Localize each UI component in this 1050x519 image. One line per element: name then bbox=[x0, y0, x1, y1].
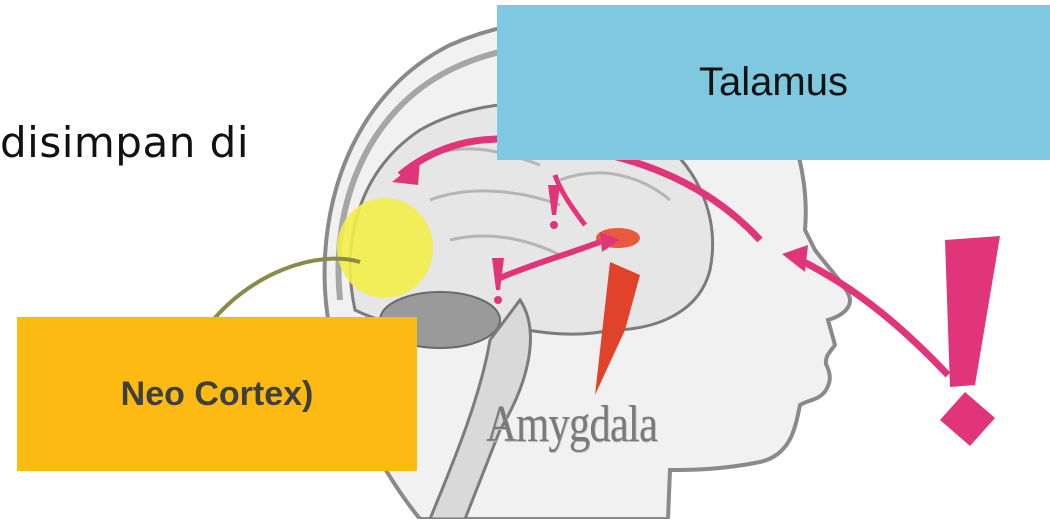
small-exclamation-1-dot bbox=[550, 221, 558, 229]
large-exclamation-dot bbox=[940, 392, 995, 446]
small-exclamation-2-dot bbox=[494, 296, 502, 304]
large-exclamation-bar bbox=[945, 236, 1000, 387]
amygdala-label: Amygdala bbox=[486, 395, 657, 454]
neo-cortex-label: Neo Cortex) bbox=[121, 375, 314, 414]
neo-cortex-region bbox=[337, 198, 433, 298]
neo-cortex-label-box: Neo Cortex) bbox=[17, 317, 417, 471]
talamus-label-box: Talamus bbox=[497, 5, 1050, 160]
talamus-label: Talamus bbox=[699, 60, 848, 105]
